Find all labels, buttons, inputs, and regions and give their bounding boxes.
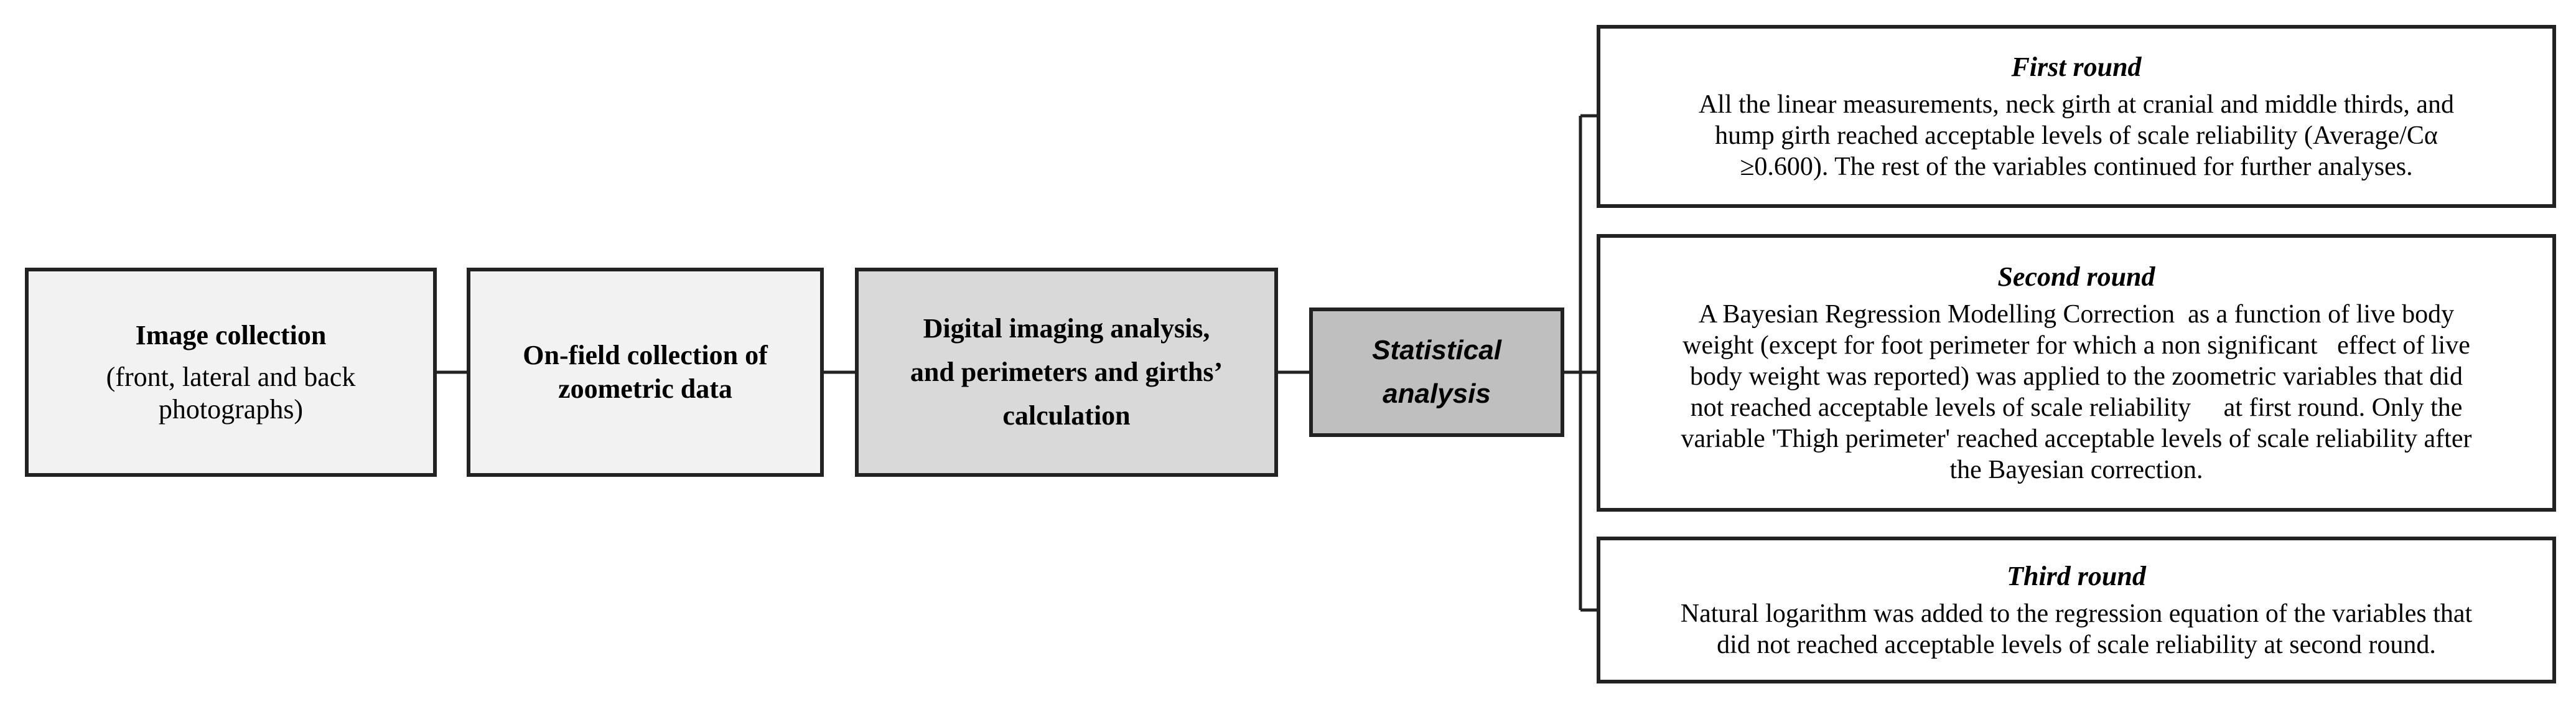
onfield-line1: On-field collection of xyxy=(523,340,768,370)
first-round-line1: All the linear measurements, neck girth … xyxy=(1698,90,2455,119)
second-round-title: Second round xyxy=(1997,261,2155,292)
second-round-line4: not reached acceptable levels of scale r… xyxy=(1690,393,2463,422)
image-collection-subtitle-line2: photographs) xyxy=(158,394,304,425)
onfield-collection-box: On-field collection of zoometric data xyxy=(467,268,824,477)
image-collection-title: Image collection xyxy=(135,320,327,350)
third-round-box: Third round Natural logarithm was added … xyxy=(1597,537,2556,683)
third-round-line1: Natural logarithm was added to the regre… xyxy=(1680,599,2473,628)
statistical-line2: analysis xyxy=(1383,378,1491,409)
digital-line2: and perimeters and girths’ xyxy=(910,357,1223,387)
second-round-line6: the Bayesian correction. xyxy=(1949,456,2203,484)
second-round-line2: weight (except for foot perimeter for wh… xyxy=(1682,331,2470,360)
second-round-line5: variable 'Thigh perimeter' reached accep… xyxy=(1681,425,2472,453)
second-round-line1: A Bayesian Regression Modelling Correcti… xyxy=(1698,300,2455,329)
image-collection-subtitle-line1: (front, lateral and back xyxy=(106,362,356,392)
second-round-line3: body weight was reported) was applied to… xyxy=(1689,362,2463,391)
onfield-line2: zoometric data xyxy=(558,373,732,404)
second-round-box: Second round A Bayesian Regression Model… xyxy=(1597,234,2556,512)
statistical-analysis-box: Statistical analysis xyxy=(1309,308,1564,437)
statistical-line1: Statistical xyxy=(1372,335,1501,365)
first-round-title: First round xyxy=(2011,52,2142,82)
first-round-line2: hump girth reached acceptable levels of … xyxy=(1715,121,2438,150)
third-round-line2: did not reached acceptable levels of sca… xyxy=(1717,631,2436,659)
third-round-title: Third round xyxy=(2007,561,2146,591)
digital-imaging-box: Digital imaging analysis, and perimeters… xyxy=(855,268,1278,477)
first-round-box: First round All the linear measurements,… xyxy=(1597,25,2556,208)
first-round-line3: ≥0.600). The rest of the variables conti… xyxy=(1740,153,2413,181)
digital-line3: calculation xyxy=(1002,400,1131,431)
digital-line1: Digital imaging analysis, xyxy=(923,313,1210,344)
image-collection-box: Image collection (front, lateral and bac… xyxy=(25,268,437,477)
